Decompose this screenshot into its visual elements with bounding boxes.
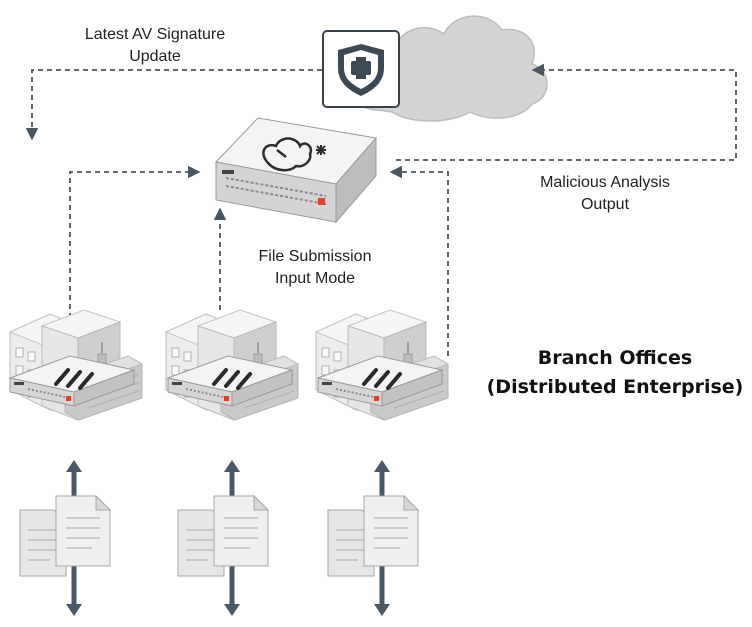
malicious-output-connector [396, 63, 737, 161]
av-signature-update-label: Latest AV Signature Update [40, 24, 270, 68]
malicious-analysis-output-line2: Output [580, 196, 630, 213]
file-submission-label: File Submission Input Mode [210, 246, 420, 290]
document-stack-icon [177, 495, 269, 577]
branch-office-center [165, 309, 299, 616]
malicious-analysis-output-label: Malicious Analysis Output [495, 172, 715, 216]
document-stack-icon [19, 495, 111, 577]
branch-offices-title: Branch Offices (Distributed Enterprise) [478, 344, 752, 402]
branch-right-submission [389, 165, 449, 356]
sandbox-appliance-icon [214, 117, 377, 224]
malicious-analysis-output-line1: Malicious Analysis [540, 174, 670, 191]
document-stack-icon [327, 495, 419, 577]
branch-offices-line2: (Distributed Enterprise) [486, 376, 744, 398]
av-signature-update-line2: Update [129, 48, 181, 65]
branch-offices-line1: Branch Offices [537, 347, 693, 369]
av-signature-update-line1: Latest AV Signature [84, 26, 226, 43]
branch-office-left [8, 309, 143, 616]
branch-office-right [315, 309, 449, 616]
fortinet-shield-icon [322, 30, 400, 108]
branch-left-submission [69, 165, 201, 318]
av-update-connector [25, 69, 322, 141]
connector-lines [25, 63, 737, 356]
file-submission-line1: File Submission [258, 248, 372, 265]
file-submission-line2: Input Mode [274, 270, 356, 287]
